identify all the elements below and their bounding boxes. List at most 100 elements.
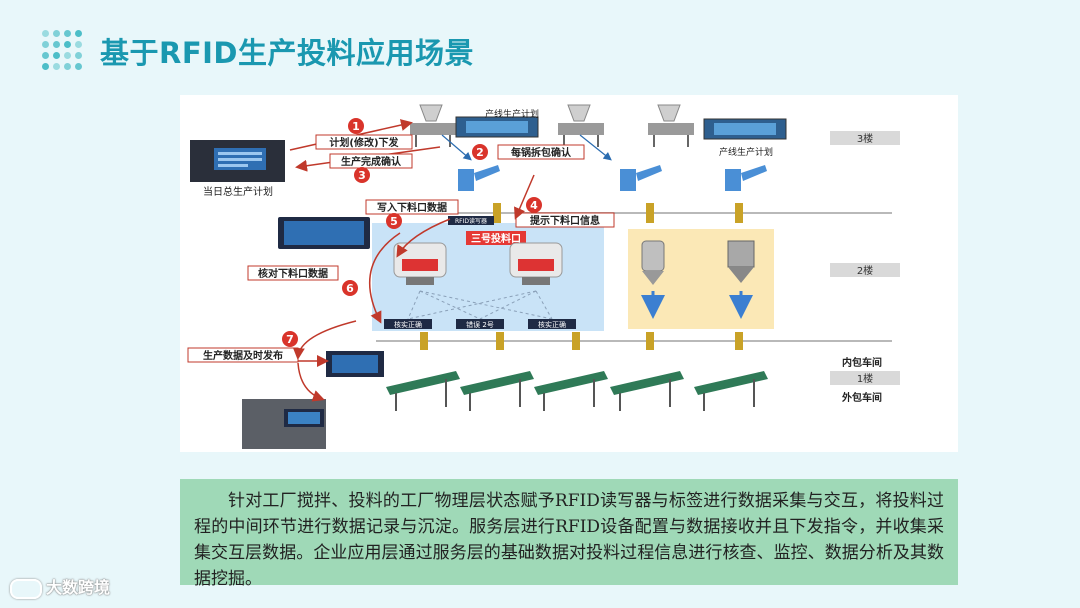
step-arrow [514,174,535,220]
watermark: 大数跨境 [10,574,110,599]
conveyor-icon [694,371,768,411]
valve-icon [496,332,504,350]
daily-plan-monitor-icon [190,140,285,182]
outer-workshop-label: 外包车间 [841,391,882,404]
check-tag-label: 核实正确 [394,320,422,329]
step-3-text: 生产完成确认 [341,155,402,168]
conveyor-icon [534,371,608,411]
title-dot [42,52,49,59]
check-tag-label: 错误 2号 [466,320,494,329]
step-6-text: 核对下料口数据 [258,267,328,280]
step-4-label-box: 提示下料口信息 [515,212,615,228]
title-dot [75,30,82,37]
watermark-text: 大数跨境 [46,578,111,597]
title-dot [42,30,49,37]
step-1-badge: 1 [348,118,364,134]
feed-port-label: 三号投料口 [471,232,521,245]
title-dot [53,41,60,48]
feeding-machine-icon [509,242,563,285]
title-dot [42,63,49,70]
step-5-badge: 5 [386,213,402,229]
step-3-number: 3 [358,169,366,182]
floor-tag-1: 1楼 [830,371,900,385]
step-2-text: 每锅拆包确认 [511,146,572,159]
line-plan-screen-icon [455,116,539,138]
step-4-badge: 4 [526,197,542,213]
step-3-badge: 3 [354,167,370,183]
check-tag-label: 核实正确 [538,320,566,329]
daily-plan-label: 当日总生产计划 [203,185,273,198]
step-arrow [441,134,472,161]
step-2-label-box: 每锅拆包确认 [497,144,585,160]
title-dot [64,63,71,70]
mixer-machine-icon [410,104,456,147]
inner-workshop-label: 内包车间 [842,356,882,369]
step-5-label-box: 写入下料口数据 [365,199,459,215]
step-4-number: 4 [530,199,538,212]
valve-icon [735,203,743,223]
step-1-label-box: 计划(修改)下发 [315,134,413,150]
step-7-number: 7 [286,333,294,346]
conveyor-icon [610,371,684,411]
dispenser-icon [458,165,500,191]
step-1-text: 计划(修改)下发 [329,136,399,149]
mixer-machine-icon [648,104,694,147]
mixer-tank-icon [727,240,755,283]
dispenser-icon [725,165,767,191]
filter-tank-icon [641,240,665,285]
title-dot [75,63,82,70]
step-arrow [368,232,401,324]
step-2-number: 2 [476,146,484,159]
valve-icon [572,332,580,350]
rfid-feeding-diagram: 3楼 2楼 1楼 内包车间 外包车间 当日总生产计划 [180,95,958,452]
title-dot [53,30,60,37]
dispenser-icon [620,165,662,191]
title-dot [42,41,49,48]
display-photo [242,399,326,449]
step-5-text: 写入下料口数据 [377,201,447,214]
description-box: 针对工厂搅拌、投料的工厂物理层状态赋予RFID读写器与标签进行数据采集与交互，将… [180,479,958,589]
floor-2-label: 2楼 [857,264,873,277]
valve-icon [735,332,743,350]
title-dot [75,52,82,59]
title-dot [53,63,60,70]
valve-icon [493,203,501,223]
valve-icon [646,203,654,223]
title-dot [64,30,71,37]
line-plan-right-label: 产线生产计划 [719,146,773,158]
step-6-badge: 6 [342,280,358,296]
title-dot [64,41,71,48]
valve-icon [646,332,654,350]
title-dot [75,41,82,48]
valve-icon [420,332,428,350]
step-arrow [396,218,451,258]
step-arrow [297,362,325,402]
step-7-badge: 7 [282,331,298,347]
step-7-text: 生产数据及时发布 [203,349,283,362]
step-7-label-box: 生产数据及时发布 [187,347,299,363]
mixer-machine-icon [558,104,604,147]
title-dot [64,52,71,59]
dashed-connection [407,290,553,320]
check-tag: 错误 2号 [456,319,504,329]
title-dot [53,52,60,59]
line-plan-screen-icon [703,118,787,140]
step-5-number: 5 [390,215,398,228]
floor-tag-2: 2楼 [830,263,900,277]
rfid-reader-label: RFID读写器 [455,217,487,225]
step-6-label-box: 核对下料口数据 [247,265,339,281]
floor1-monitor-icon [326,351,384,377]
title-dots-icon [42,30,86,74]
step-2-badge: 2 [472,144,488,160]
watermark-logo-icon [10,578,42,599]
feed-port-tag [466,231,526,245]
rfid-reader-tag: RFID读写器 [448,216,494,225]
floor-tag-3: 3楼 [830,131,900,145]
step-arrow [579,134,612,161]
terminal-screen-icon [278,217,370,249]
step-4-text: 提示下料口信息 [530,214,600,227]
step-1-number: 1 [352,120,360,133]
check-tag: 核实正确 [528,319,576,329]
page-title: 基于RFID生产投料应用场景 [100,36,475,70]
conveyor-icon [386,371,460,411]
